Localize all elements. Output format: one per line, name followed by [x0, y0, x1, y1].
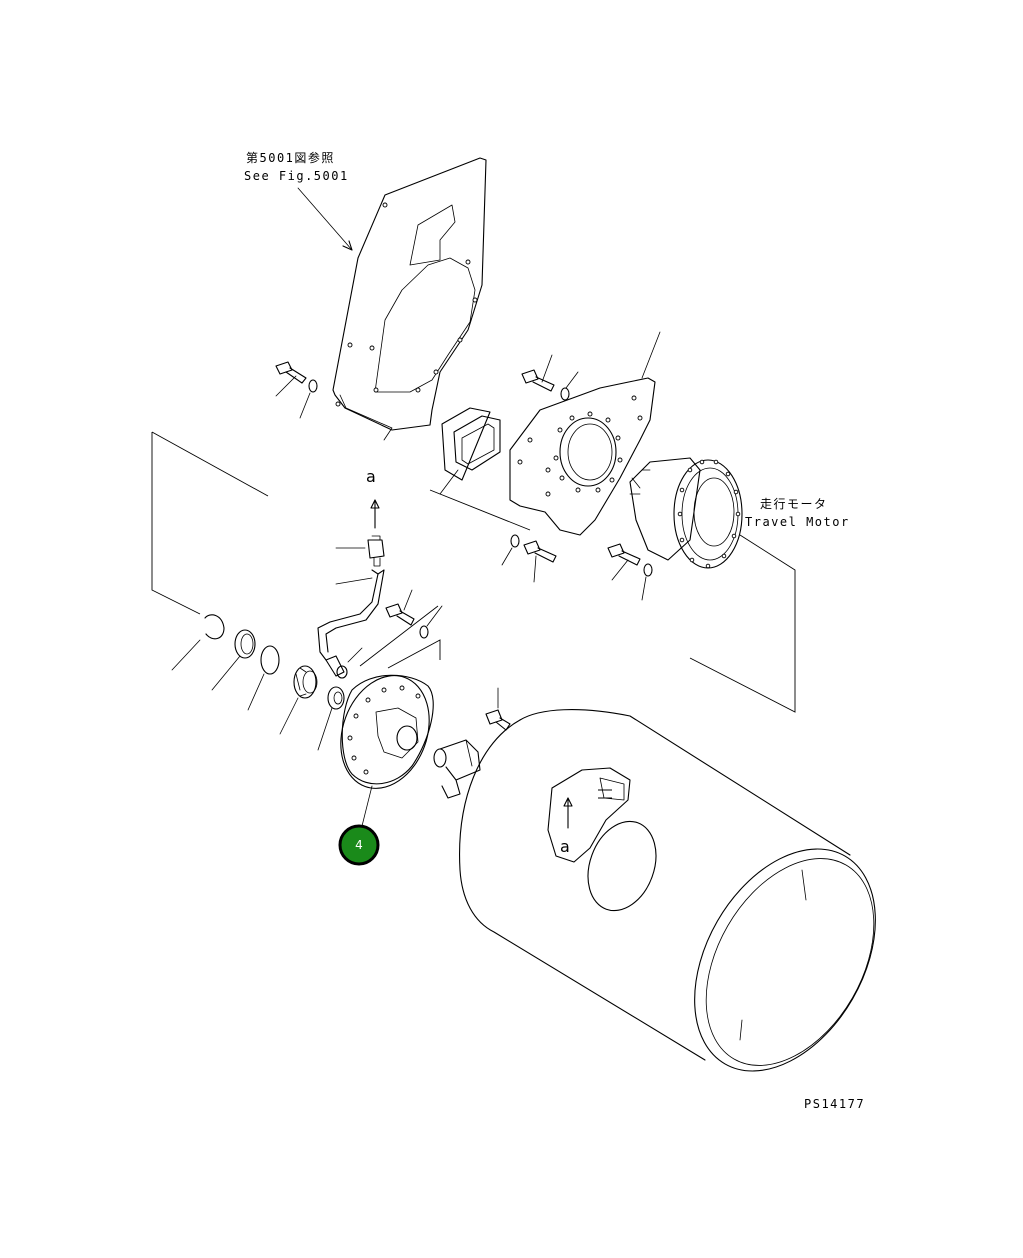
o-ring — [247, 645, 280, 711]
collar — [317, 686, 345, 751]
bolt-mount-upper — [521, 354, 555, 392]
callout-badge-4[interactable]: 4 — [338, 824, 380, 866]
grease-fitting — [335, 535, 385, 567]
drum-shaft — [433, 739, 481, 799]
view-a-arrow-top — [370, 499, 380, 529]
drum-bolt — [485, 687, 511, 731]
bolt-frame — [275, 361, 307, 397]
fig-ref-jp-label: 第5001図参照 — [246, 150, 335, 165]
washer-motor — [641, 563, 653, 601]
travel-motor — [629, 457, 796, 713]
bolt-motor — [607, 543, 641, 581]
hub-flange — [340, 605, 441, 827]
callout-number: 4 — [355, 838, 363, 852]
view-a-arrow-bottom — [563, 797, 573, 829]
washer-hub — [419, 605, 443, 639]
drawing-id: PS14177 — [804, 1097, 865, 1111]
bolt-hub — [385, 589, 415, 626]
grease-hose — [317, 569, 385, 661]
washer-mount-upper — [560, 371, 579, 401]
snap-ring — [171, 614, 225, 671]
assembly-bracket-left — [151, 431, 531, 615]
view-a-top-label: a — [366, 467, 376, 486]
cover-plate — [439, 407, 501, 495]
hose-adapter — [325, 647, 363, 679]
washer-mount-lower — [501, 534, 520, 566]
oil-seal — [211, 629, 256, 691]
bearing — [279, 665, 318, 735]
frame-bracket — [332, 157, 487, 441]
motor-jp-label: 走行モータ — [760, 497, 828, 511]
bolt-mount-lower — [523, 540, 557, 583]
drum — [459, 709, 876, 1072]
washer-frame — [299, 379, 318, 419]
motor-en-label: Travel Motor — [745, 515, 850, 529]
view-a-bottom-label: a — [560, 837, 570, 856]
fig-ref-leader — [297, 187, 353, 251]
motor-mount-plate — [509, 331, 661, 536]
fig-ref-en-label: See Fig.5001 — [244, 169, 349, 183]
